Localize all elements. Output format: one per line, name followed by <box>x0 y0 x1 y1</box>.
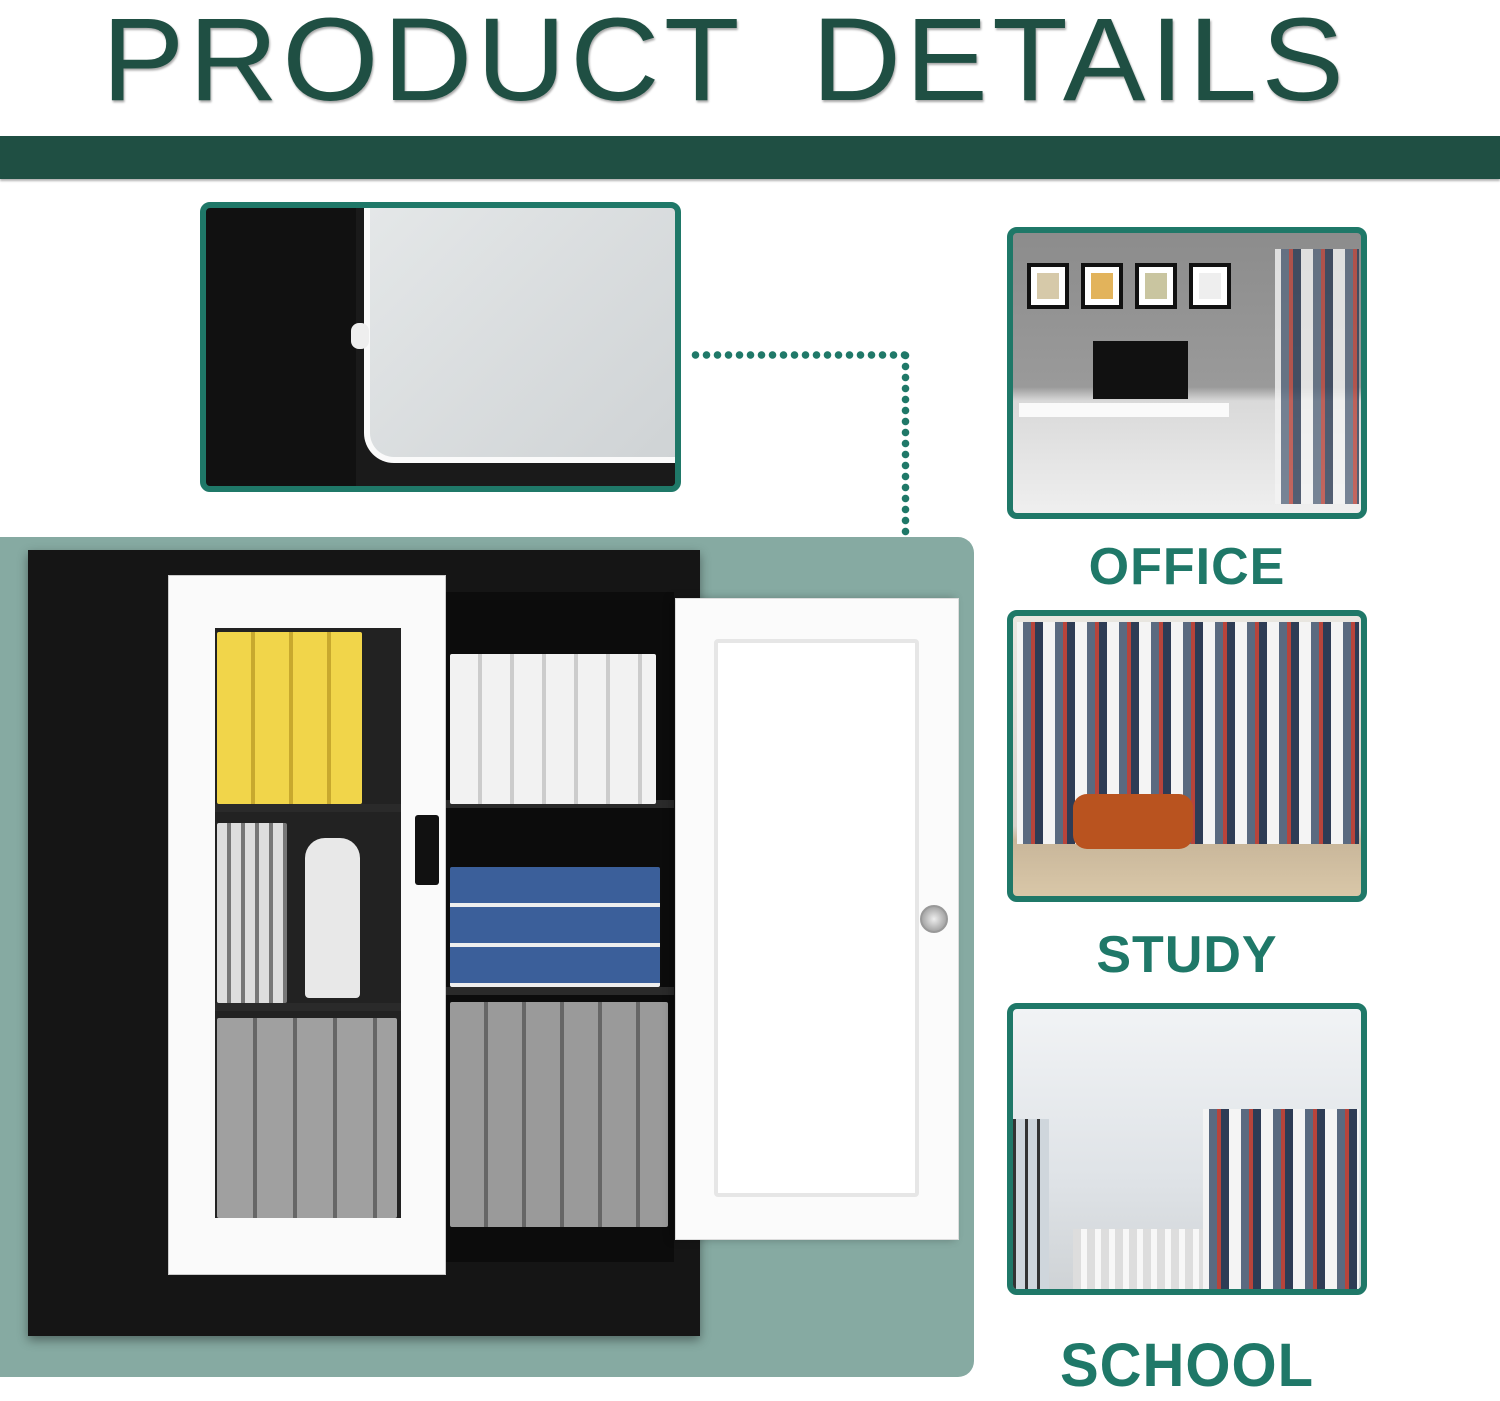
desk <box>1019 403 1229 417</box>
scene-label-study: STUDY <box>1096 926 1278 984</box>
door-glass <box>215 628 401 1218</box>
glass-door-closeup <box>200 202 681 492</box>
door-glass <box>714 639 919 1197</box>
open-glass-door <box>675 598 959 1240</box>
cabinet-image <box>28 550 700 1336</box>
monitor <box>1093 341 1188 399</box>
study-photo <box>1007 610 1367 902</box>
scene-label-office: OFFICE <box>1088 538 1286 596</box>
armchair <box>1073 794 1193 849</box>
books <box>450 654 656 804</box>
shelf <box>215 1003 401 1011</box>
page-title: PRODUCT DETAILS <box>101 0 1349 126</box>
left-sliding-door <box>168 575 446 1275</box>
grey-binders <box>450 1002 668 1227</box>
lock-icon <box>920 905 948 933</box>
blue-binders <box>450 867 660 987</box>
shelf <box>215 804 401 812</box>
glass-pane <box>364 208 675 463</box>
office-photo <box>1007 227 1367 519</box>
cabinet-interior <box>446 592 674 1262</box>
grey-binders <box>217 1018 397 1218</box>
yellow-binders <box>217 632 362 804</box>
header-divider <box>0 136 1500 179</box>
scene-label-school: SCHOOL <box>1059 1331 1315 1400</box>
shelf <box>446 987 674 995</box>
dotted-connector <box>690 350 910 360</box>
shelf <box>446 800 674 808</box>
door-bumper <box>351 323 369 349</box>
school-photo <box>1007 1003 1367 1295</box>
books <box>217 823 287 1003</box>
astronaut-figure <box>305 838 360 998</box>
door-handle <box>415 815 439 885</box>
dotted-connector-vertical <box>900 350 911 598</box>
